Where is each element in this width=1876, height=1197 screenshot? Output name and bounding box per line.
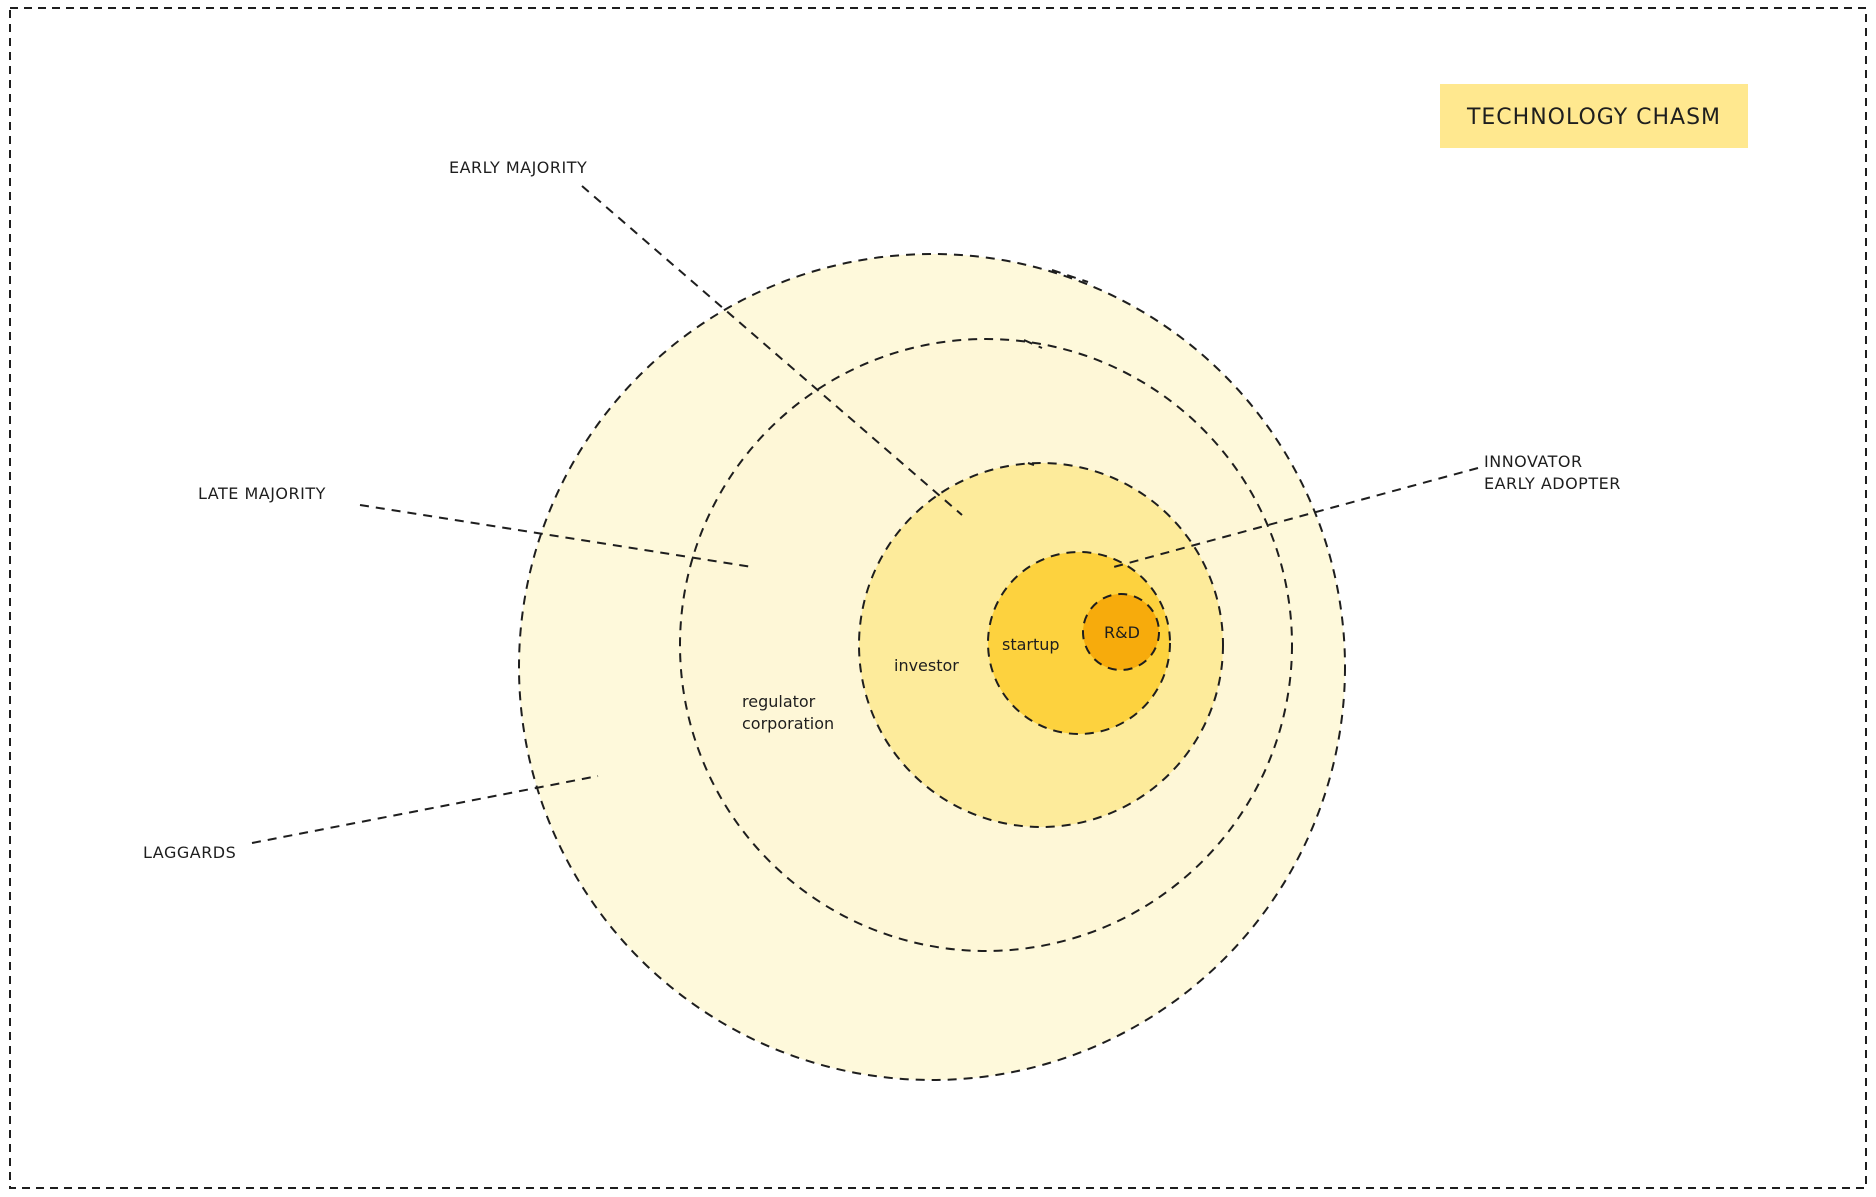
- early-adopter-label: EARLY ADOPTER: [1484, 474, 1621, 493]
- innovator-label: INNOVATOR: [1484, 452, 1583, 471]
- late-majority-leader: [359, 504, 753, 568]
- early-majority-label: EARLY MAJORITY: [449, 158, 587, 177]
- ring-tick-outer: [1051, 269, 1089, 283]
- investor-label: investor: [894, 656, 959, 675]
- late-majority-label: LATE MAJORITY: [198, 484, 326, 503]
- title-text: TECHNOLOGY CHASM: [1466, 105, 1721, 130]
- rnd-label: R&D: [1104, 623, 1140, 642]
- startup-label: startup: [1002, 635, 1060, 654]
- rnd-ring: [1082, 593, 1160, 671]
- title-background: [1440, 84, 1748, 148]
- ring-tick-inner: [1027, 462, 1035, 466]
- title-badge: TECHNOLOGY CHASM: [1440, 84, 1748, 148]
- laggards-label: LAGGARDS: [143, 843, 236, 862]
- corporation-label: corporation: [742, 714, 834, 733]
- canvas-frame: [9, 7, 1867, 1189]
- regulator-label: regulator: [742, 692, 816, 711]
- laggards-leader: [251, 775, 599, 844]
- early-majority-leader: [581, 185, 963, 516]
- ring-tick-middle: [1023, 339, 1043, 349]
